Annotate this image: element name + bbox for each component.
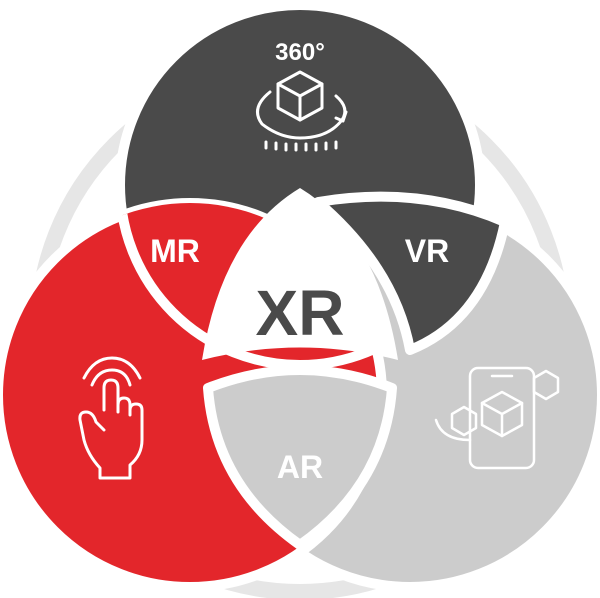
rotate-360-cube-icon	[256, 70, 348, 152]
ar-overlap	[203, 365, 397, 550]
mr-label: MR	[150, 233, 200, 269]
xr-label: XR	[256, 277, 345, 349]
xr-center	[202, 188, 398, 360]
phone-ar-cubes-icon	[434, 366, 560, 470]
360-label: 360°	[275, 39, 325, 66]
ar-label: AR	[277, 449, 323, 485]
vr-label: VR	[405, 233, 449, 269]
vr-overlap	[313, 191, 510, 355]
tap-hand-icon	[78, 356, 144, 480]
